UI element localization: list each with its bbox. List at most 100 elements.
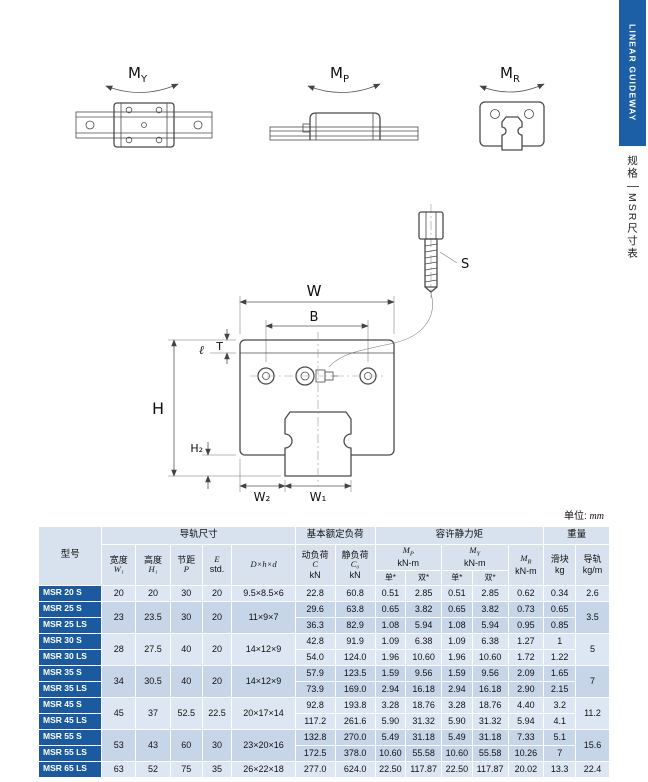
value-cell: 18.76 [405,696,443,714]
front-view-drawing: W B H [152,282,395,504]
dim-cell: 35 [201,760,233,778]
model-cell: MSR 65 LS [37,760,103,778]
value-cell: 5.94 [471,616,509,634]
value-cell: 3.28 [441,696,473,714]
value-cell: 60.8 [334,584,376,602]
value-cell: 55.58 [405,744,443,762]
dim-cell: 14×12×9 [231,664,296,698]
value-cell: 5.90 [441,712,473,730]
value-cell: 31.18 [405,728,443,746]
sidebar-tab: LINEAR GUIDEWAY [619,0,646,146]
dim-cell: 43 [135,728,171,762]
value-cell: 10.60 [441,744,473,762]
value-cell: 9.56 [405,664,443,682]
dim-cell: 22.5 [201,696,233,730]
value-cell: 82.9 [334,616,376,634]
dim-cell: 23 [101,600,137,634]
dim-cell: 20 [101,584,137,602]
model-cell: MSR 55 LS [37,744,103,762]
value-cell: 6.38 [405,632,443,650]
value-cell: 0.65 [374,600,407,618]
value-cell: 3.82 [471,600,509,618]
model-cell: MSR 35 S [37,664,103,682]
label-t: T [215,340,223,353]
value-cell: 3.82 [405,600,443,618]
value-cell: 378.0 [334,744,376,762]
value-cell: 2.85 [405,584,443,602]
value-cell: 1.08 [441,616,473,634]
value-cell: 91.9 [334,632,376,650]
value-cell: 172.5 [294,744,336,762]
unit-note: 单位: mm [564,507,604,522]
value-cell: 54.0 [294,648,336,666]
dim-cell: 20×17×14 [231,696,296,730]
group-rail-dims: 导轨尺寸 [101,526,296,545]
model-cell: MSR 30 LS [37,648,103,666]
value-cell: 624.0 [334,760,376,778]
value-cell: 10.60 [471,648,509,666]
value-cell: 5.90 [374,712,407,730]
value-cell: 31.18 [471,728,509,746]
model-cell: MSR 20 S [37,584,103,602]
value-cell: 42.8 [294,632,336,650]
value-cell: 22.50 [441,760,473,778]
moment-y-diagram: MY [75,64,213,148]
value-cell: 2.90 [507,680,545,698]
dim-cell: 27.5 [135,632,171,666]
value-cell: 5.94 [507,712,545,730]
label-ell: ℓ [199,343,204,357]
value-cell: 6.38 [471,632,509,650]
dim-cell: 20 [201,584,233,602]
label-h2: H₂ [190,442,203,455]
model-cell: MSR 30 S [37,632,103,650]
value-cell: 5.49 [441,728,473,746]
dim-cell: 28 [101,632,137,666]
dim-cell: 34 [101,664,137,698]
sidebar-tab-label: LINEAR GUIDEWAY [627,24,638,122]
col-my-double: 双* [471,569,509,586]
value-cell: 5.1 [543,728,577,746]
dim-cell: 20 [201,600,233,634]
value-cell: 1.96 [441,648,473,666]
value-cell: 31.32 [405,712,443,730]
rail-weight-cell: 2.6 [575,584,610,602]
dim-cell: 75 [169,760,203,778]
sidebar-divider [626,186,639,187]
dim-cell: 11×9×7 [231,600,296,634]
value-cell: 1.72 [507,648,545,666]
value-cell: 1 [543,632,577,650]
rail-top-view [75,102,213,148]
col-mp-double: 双* [405,569,443,586]
moment-p-diagram: MP [269,64,419,141]
moment-y-arrow [105,83,179,93]
value-cell: 124.0 [334,648,376,666]
value-cell: 117.87 [471,760,509,778]
value-cell: 193.8 [334,696,376,714]
value-cell: 16.18 [405,680,443,698]
value-cell: 2.09 [507,664,545,682]
rail-side-view [269,112,419,141]
col-model-header: 型号 [37,526,103,586]
dim-cell: 30.5 [135,664,171,698]
dim-cell: 30 [169,600,203,634]
value-cell: 31.32 [471,712,509,730]
dim-cell: 9.5×8.5×6 [231,584,296,602]
moment-r-label: MR [500,64,520,85]
col-my-single: 单* [441,569,473,586]
col-dhd: D×h×d [231,544,296,586]
value-cell: 2.85 [471,584,509,602]
value-cell: 7 [543,744,577,762]
value-cell: 1.59 [374,664,407,682]
value-cell: 1.09 [441,632,473,650]
value-cell: 0.85 [543,616,577,634]
value-cell: 1.59 [441,664,473,682]
